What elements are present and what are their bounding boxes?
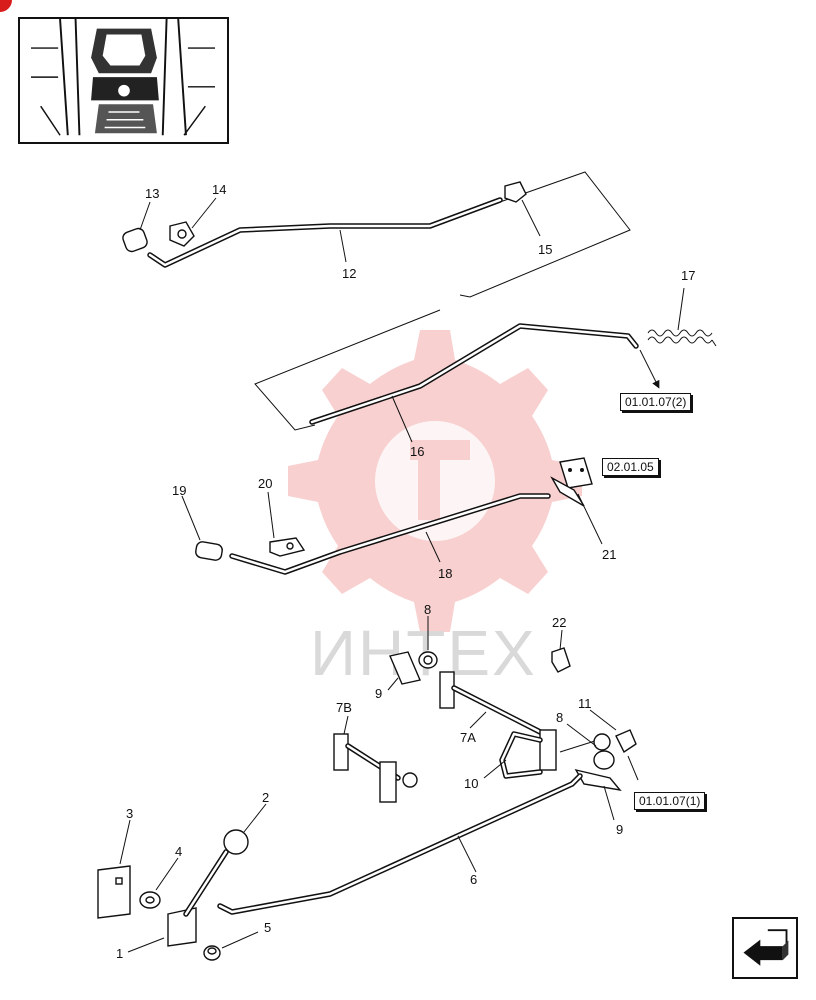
section-plane-outline bbox=[459, 171, 631, 298]
callout-labels: 13 14 12 15 17 16 19 20 18 21 8 22 9 7B … bbox=[116, 182, 695, 961]
callout-11: 11 bbox=[578, 696, 592, 711]
callout-15: 15 bbox=[538, 242, 552, 257]
clip-20 bbox=[269, 537, 306, 557]
callout-18: 18 bbox=[438, 566, 452, 581]
callout-9-left: 9 bbox=[375, 686, 382, 701]
rod-16 bbox=[309, 323, 639, 425]
location-thumbnail[interactable] bbox=[18, 17, 229, 144]
bracket-9-left bbox=[389, 651, 421, 685]
clip-14 bbox=[169, 221, 195, 247]
callout-8-top: 8 bbox=[424, 602, 431, 617]
knob-2 bbox=[223, 829, 249, 855]
leader-lines bbox=[119, 197, 685, 953]
callout-14: 14 bbox=[212, 182, 226, 197]
callout-3: 3 bbox=[126, 806, 133, 821]
callout-16: 16 bbox=[410, 444, 424, 459]
section-plane-outline-lower bbox=[254, 309, 441, 431]
sleeve-13 bbox=[122, 227, 148, 253]
callout-21: 21 bbox=[602, 547, 616, 562]
callout-2: 2 bbox=[262, 790, 269, 805]
spring-17-icon bbox=[647, 329, 717, 347]
page-turn-button[interactable] bbox=[732, 917, 798, 979]
shaft-7a bbox=[439, 671, 557, 771]
plate-3 bbox=[97, 865, 131, 919]
lever-10 bbox=[499, 731, 543, 779]
lever-1 bbox=[167, 849, 229, 947]
callout-1: 1 bbox=[116, 946, 123, 961]
callout-20: 20 bbox=[258, 476, 272, 491]
bracket-9-right bbox=[574, 768, 622, 792]
callout-19: 19 bbox=[172, 483, 186, 498]
reference-link-21[interactable]: 02.01.05 bbox=[602, 458, 659, 476]
callout-17: 17 bbox=[681, 268, 695, 283]
callout-5: 5 bbox=[264, 920, 271, 935]
bracket-21 bbox=[550, 457, 593, 507]
callout-22: 22 bbox=[552, 615, 566, 630]
joint-11 bbox=[615, 729, 637, 754]
callout-4: 4 bbox=[175, 844, 182, 859]
page-turn-arrow-icon bbox=[743, 929, 789, 966]
rod-6 bbox=[217, 773, 583, 915]
clip-22 bbox=[551, 647, 571, 673]
bushing-8-right bbox=[559, 733, 615, 770]
reference-link-11[interactable]: 01.01.07(1) bbox=[634, 792, 706, 810]
callout-9-right: 9 bbox=[616, 822, 623, 837]
callout-13: 13 bbox=[145, 186, 159, 201]
tractor-seat-thumbnail-icon bbox=[21, 19, 226, 142]
rod-12 bbox=[147, 197, 503, 268]
callout-8-right: 8 bbox=[556, 710, 563, 725]
washer-4 bbox=[139, 891, 161, 909]
bushing-8-left bbox=[418, 651, 438, 669]
rod-18 bbox=[229, 493, 551, 575]
bolt-5 bbox=[203, 945, 221, 961]
sleeve-19 bbox=[195, 541, 223, 561]
callout-6: 6 bbox=[470, 872, 477, 887]
shaft-7b bbox=[333, 733, 418, 803]
reference-link-17[interactable]: 01.01.07(2) bbox=[620, 393, 692, 411]
callout-7a: 7A bbox=[460, 730, 476, 745]
callout-12: 12 bbox=[342, 266, 356, 281]
callout-10: 10 bbox=[464, 776, 478, 791]
clip-15 bbox=[504, 181, 527, 203]
callout-7b: 7B bbox=[336, 700, 352, 715]
